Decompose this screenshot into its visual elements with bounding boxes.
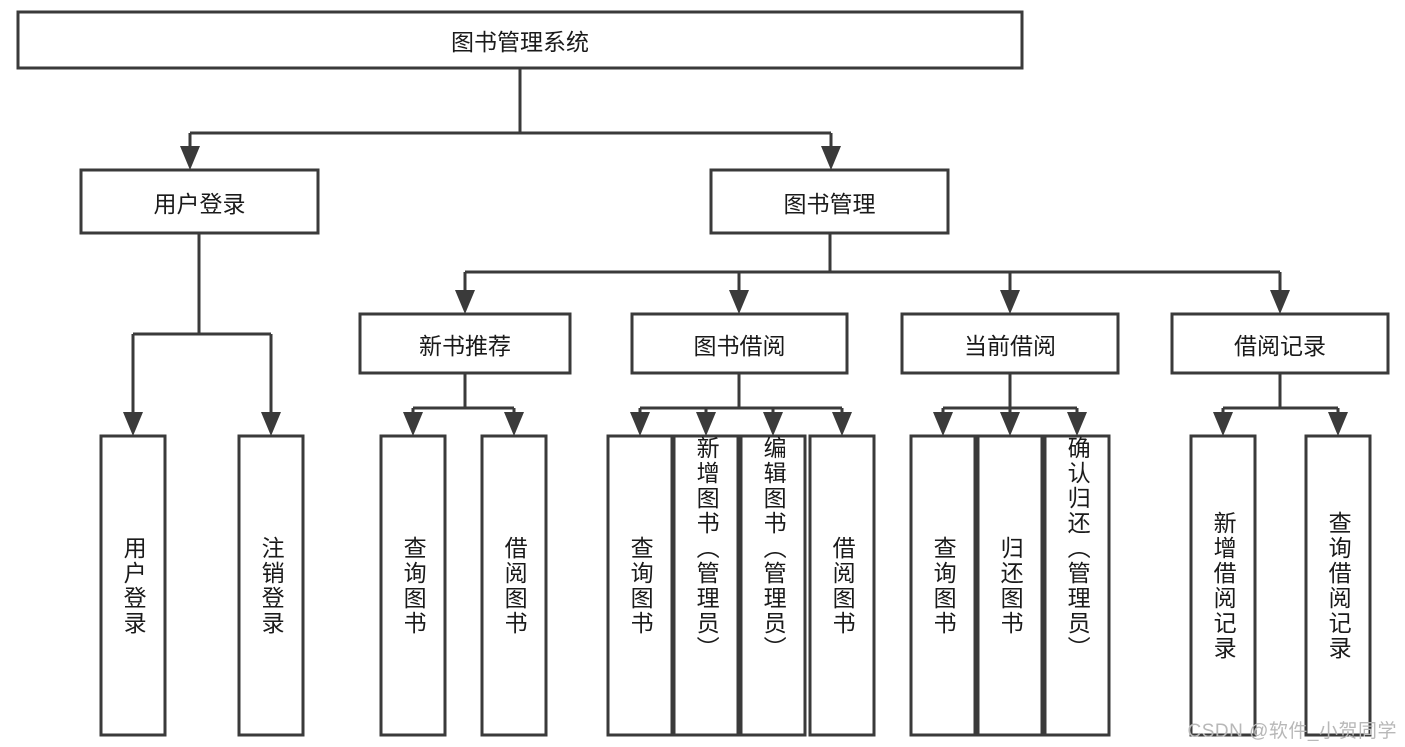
- node-box-leaf8[interactable]: [808, 434, 876, 737]
- edge-group-newbook: [403, 373, 524, 436]
- arrow-head-icon: [403, 412, 423, 436]
- arrow-head-icon: [729, 290, 749, 314]
- arrow-head-icon: [180, 146, 200, 170]
- arrow-head-icon: [261, 412, 281, 436]
- node-box-leaf3[interactable]: [379, 434, 447, 737]
- edge-group-login: [123, 233, 281, 436]
- arrow-head-icon: [763, 412, 783, 436]
- node-box-leaf1[interactable]: [99, 434, 167, 737]
- node-box-records[interactable]: [1170, 312, 1390, 375]
- edge-group-current: [933, 373, 1087, 436]
- node-box-bookmgmt[interactable]: [709, 168, 950, 235]
- node-box-leaf13[interactable]: [1304, 434, 1372, 737]
- node-box-leaf5[interactable]: [606, 434, 674, 737]
- csdn-watermark: CSDN @软件_小贺同学: [1187, 721, 1397, 742]
- arrow-head-icon: [630, 412, 650, 436]
- edge-group-bookmgmt: [455, 233, 1290, 314]
- node-box-leaf9[interactable]: [909, 434, 977, 737]
- arrow-head-icon: [1000, 290, 1020, 314]
- node-box-borrow[interactable]: [630, 312, 849, 375]
- arrow-head-icon: [1270, 290, 1290, 314]
- node-box-newbook[interactable]: [358, 312, 572, 375]
- arrow-head-icon: [455, 290, 475, 314]
- node-box-current[interactable]: [900, 312, 1120, 375]
- edge-group-records: [1213, 373, 1348, 436]
- arrow-head-icon: [1328, 412, 1348, 436]
- arrow-head-icon: [1213, 412, 1233, 436]
- arrow-head-icon: [1067, 412, 1087, 436]
- arrow-head-icon: [933, 412, 953, 436]
- node-box-leaf4[interactable]: [480, 434, 548, 737]
- node-box-leaf10[interactable]: [976, 434, 1044, 737]
- arrow-head-icon: [123, 412, 143, 436]
- node-box-root[interactable]: [16, 10, 1024, 70]
- arrow-head-icon: [832, 412, 852, 436]
- edge-group-root: [180, 68, 841, 170]
- node-box-leaf12[interactable]: [1189, 434, 1257, 737]
- arrow-head-icon: [1000, 412, 1020, 436]
- edge-group-borrow: [630, 373, 852, 436]
- arrow-head-icon: [821, 146, 841, 170]
- node-box-login[interactable]: [79, 168, 320, 235]
- node-box-leaf6[interactable]: [672, 434, 740, 737]
- arrow-head-icon: [504, 412, 524, 436]
- node-box-leaf7[interactable]: [739, 434, 807, 737]
- node-box-leaf2[interactable]: [237, 434, 305, 737]
- arrow-head-icon: [696, 412, 716, 436]
- node-box-leaf11[interactable]: [1043, 434, 1111, 737]
